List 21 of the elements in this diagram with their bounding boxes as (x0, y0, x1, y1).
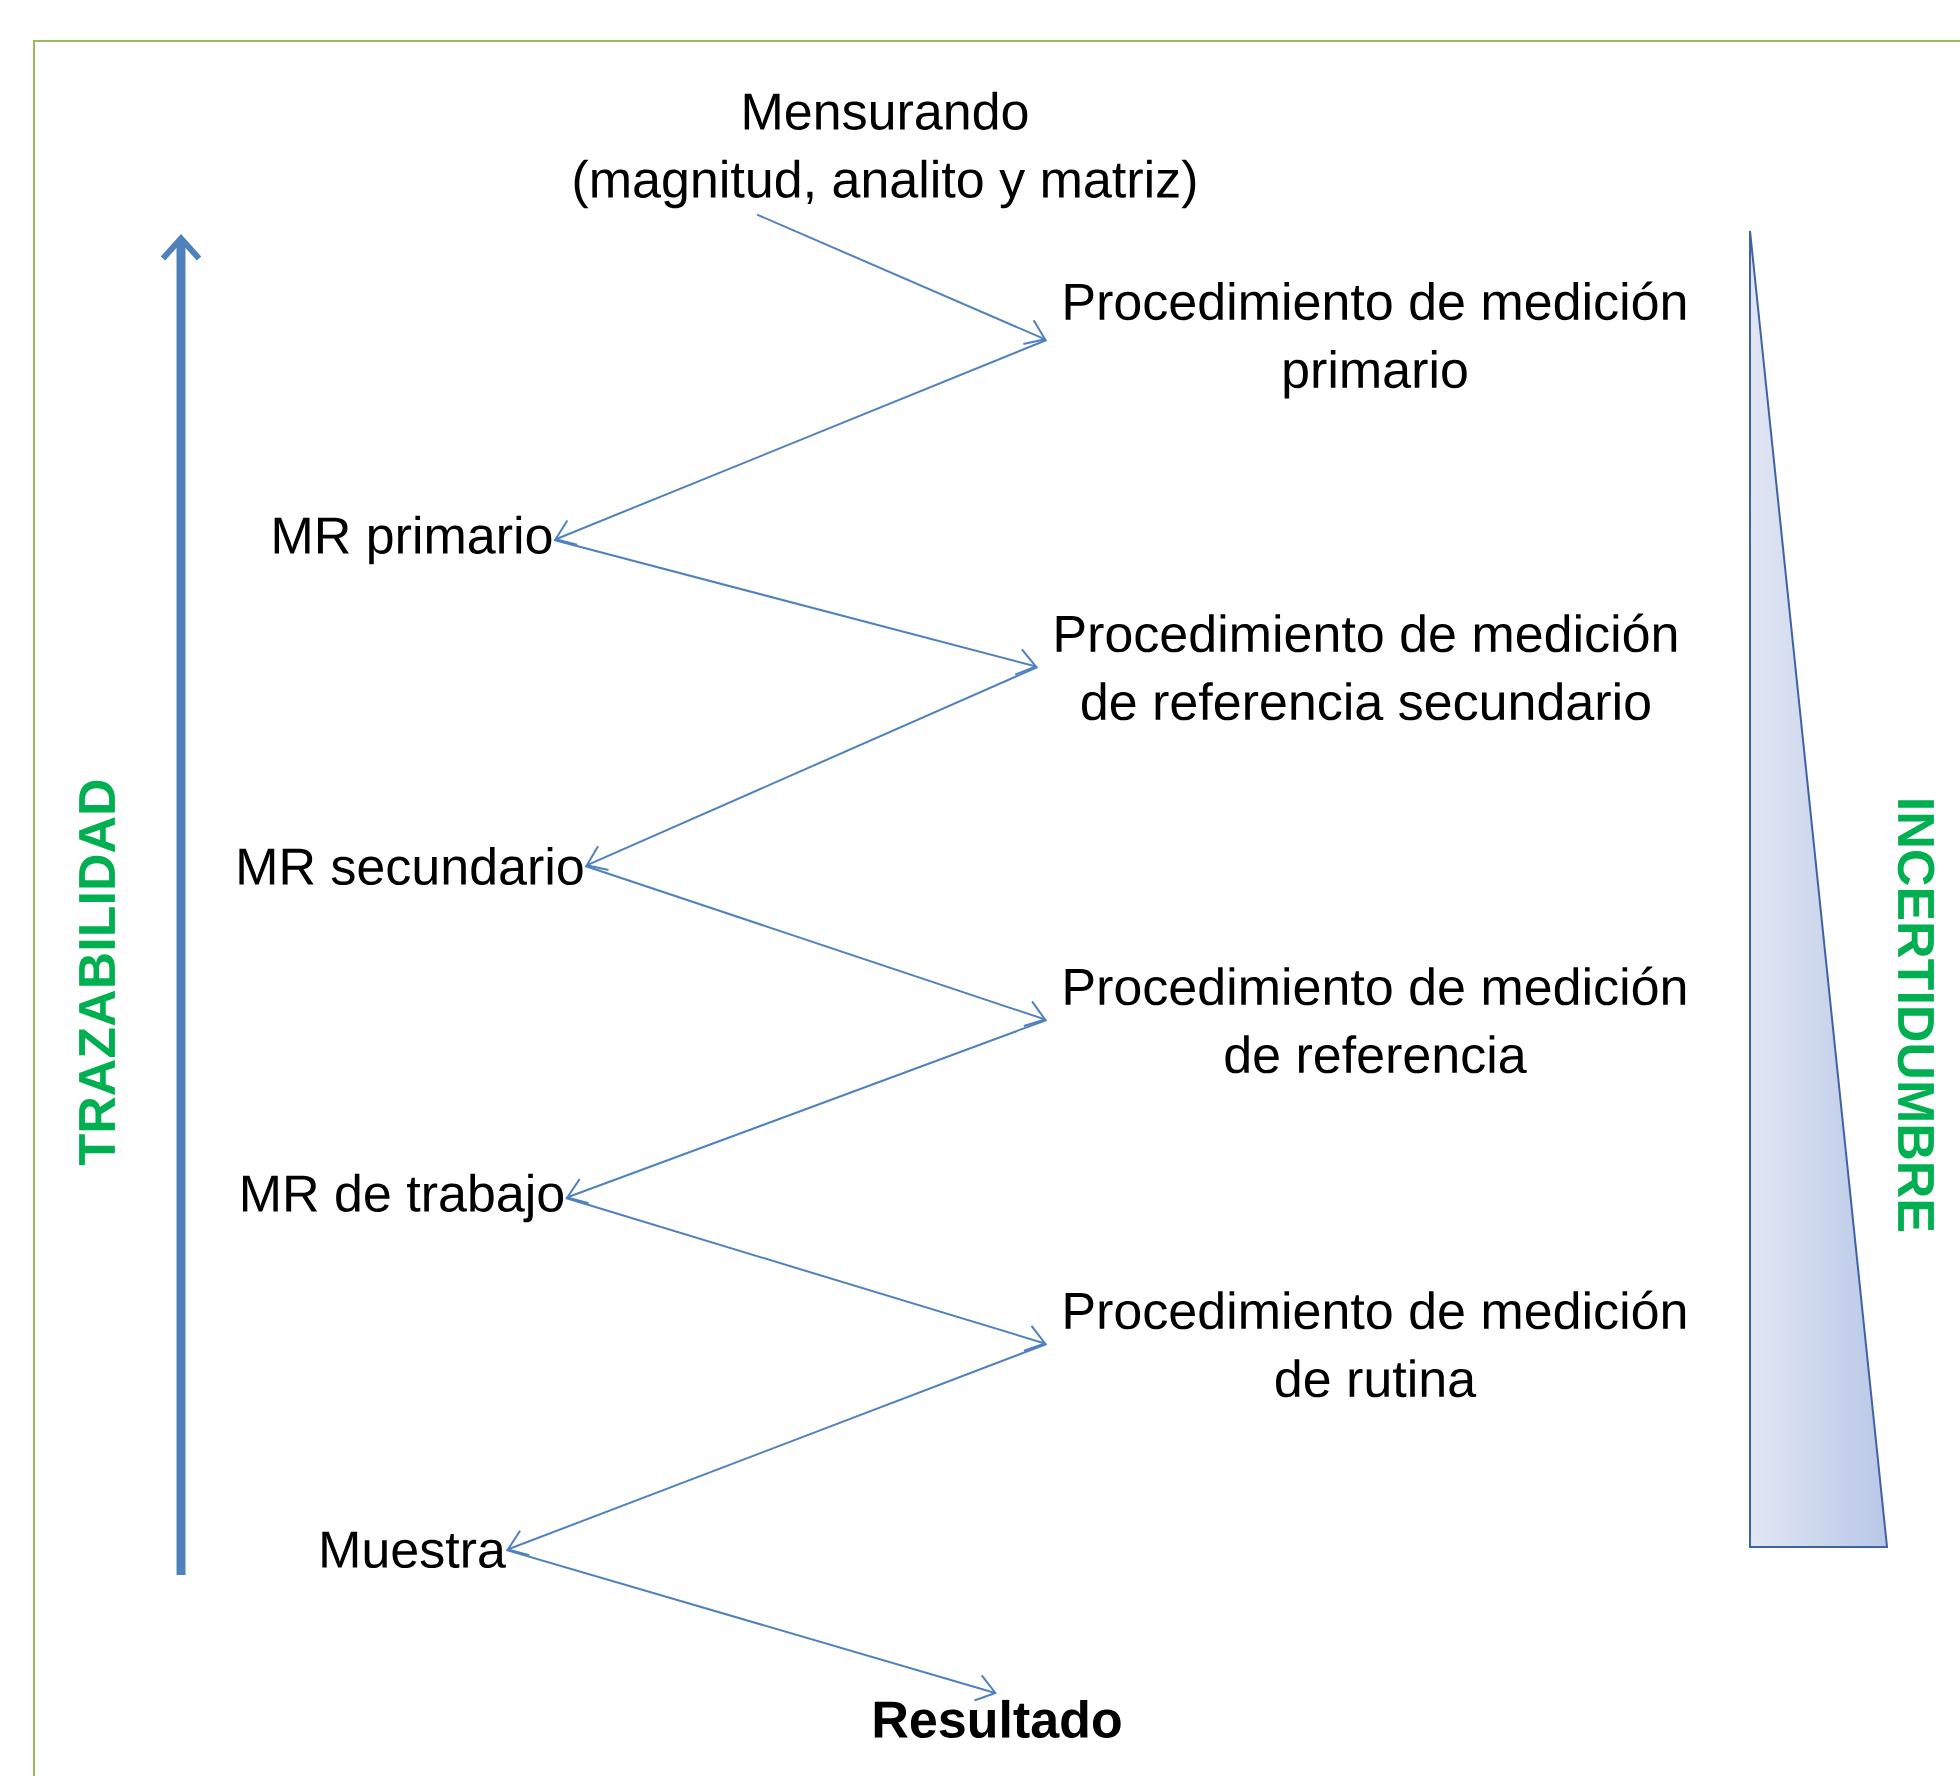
procedure-label: Procedimiento de medición de referencia secundario (1056, 613, 1677, 721)
measurand-label: Mensurando (magnitud, analito y matriz) (574, 91, 1196, 209)
axis-label: INCERTIDUMBRE (1897, 800, 1935, 1231)
axis-label: TRAZABILIDAD (79, 780, 115, 1165)
procedure-label: Procedimiento de medición de rutina (1065, 1290, 1686, 1398)
arrow (756, 213, 1047, 346)
arrow (553, 539, 1038, 676)
procedure-label: Procedimiento de medición primario (1065, 281, 1686, 399)
result-label: Resultado (874, 1699, 1121, 1739)
arrow (584, 865, 1047, 1028)
arrow (506, 1343, 1048, 1557)
material-label: Muestra (322, 1531, 506, 1569)
arrow (585, 666, 1039, 871)
material-label: MR secundario (239, 846, 583, 886)
material-label: MR primario (274, 515, 552, 565)
arrow (565, 1019, 1048, 1205)
procedure-label: Procedimiento de medición de referencia (1065, 966, 1686, 1074)
arrow (564, 1197, 1047, 1352)
arrow (553, 338, 1048, 546)
arrow (505, 1549, 997, 1702)
material-label: MR de trabajo (242, 1173, 564, 1223)
